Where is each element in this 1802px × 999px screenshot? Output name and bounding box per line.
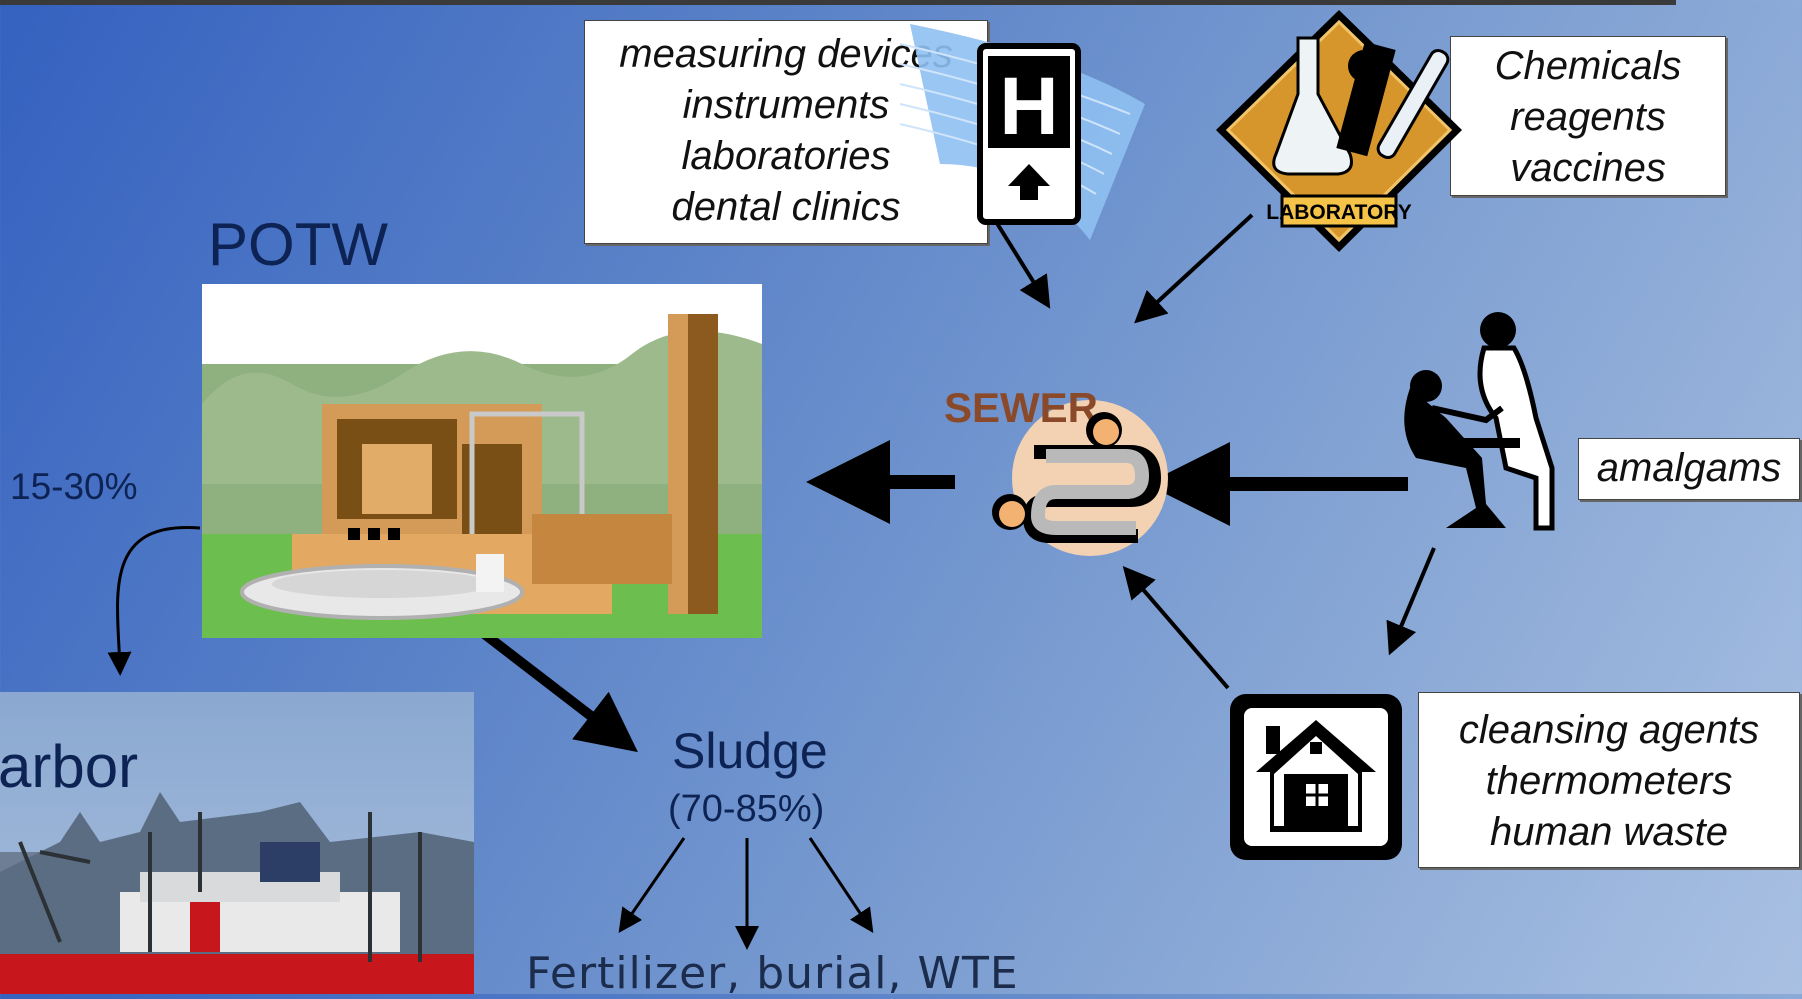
amalgams-line: amalgams <box>1596 446 1782 490</box>
lab-sign-text: LABORATORY <box>1266 201 1411 224</box>
harbor-photo <box>0 692 474 994</box>
household-line: thermometers <box>1485 759 1733 803</box>
chemicals-box: Chemicals reagents vaccines <box>1450 36 1726 196</box>
arrow-lab-sewer <box>1134 213 1254 324</box>
arrow-potw-sludge <box>470 622 638 753</box>
arrow-sludge-3 <box>808 837 874 933</box>
top-rule <box>0 0 1676 5</box>
percent-harbor-label: 15-30% <box>10 466 138 507</box>
arrow-hospital-sewer <box>988 210 1051 309</box>
potw-plant-image <box>202 284 762 638</box>
arrow-sludge-1 <box>618 837 686 933</box>
sewer-icon: SEWER <box>930 340 1170 562</box>
harbor-label: arbor <box>0 733 139 800</box>
chemicals-line: Chemicals <box>1494 44 1682 88</box>
sewer-letters: SEWER <box>944 384 1098 431</box>
devices-line: measuring devices <box>619 32 953 76</box>
devices-line: instruments <box>682 83 890 127</box>
dentist-icon <box>1386 308 1578 534</box>
potw-label: POTW <box>208 211 388 278</box>
chemicals-line: vaccines <box>1510 146 1666 190</box>
arrow-potw-harbor <box>107 526 201 676</box>
amalgams-box: amalgams <box>1578 438 1800 500</box>
arrow-house-sewer <box>1122 565 1230 690</box>
hospital-letter: H <box>999 61 1058 152</box>
sludge-percent-label: (70-85%) <box>668 788 825 830</box>
devices-line: laboratories <box>681 134 891 178</box>
laboratory-sign-icon: LABORATORY <box>1210 4 1468 256</box>
sludge-uses-label: Fertilizer, burial, WTE <box>526 948 1019 999</box>
household-box: cleansing agents thermometers human wast… <box>1418 692 1800 868</box>
hospital-sign-icon: H <box>880 14 1150 240</box>
svg-text:SEWER: SEWER <box>944 384 1098 431</box>
house-icon <box>1226 690 1406 864</box>
household-line: cleansing agents <box>1458 708 1760 752</box>
arrow-dentist-house <box>1386 547 1436 656</box>
household-line: human waste <box>1490 810 1728 854</box>
sludge-label: Sludge <box>672 723 828 779</box>
chemicals-line: reagents <box>1510 95 1666 139</box>
devices-line: dental clinics <box>671 185 901 229</box>
